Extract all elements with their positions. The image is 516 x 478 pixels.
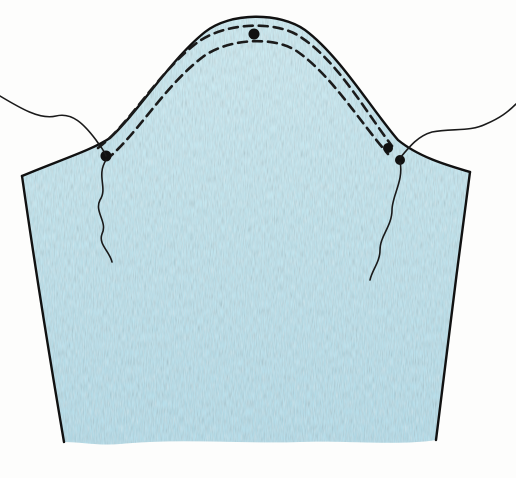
right-notch-marker-1 [383, 143, 393, 153]
top-notch-marker [249, 29, 260, 40]
sleeve-fabric [22, 17, 470, 445]
right-thread-tail-upper [400, 104, 516, 158]
